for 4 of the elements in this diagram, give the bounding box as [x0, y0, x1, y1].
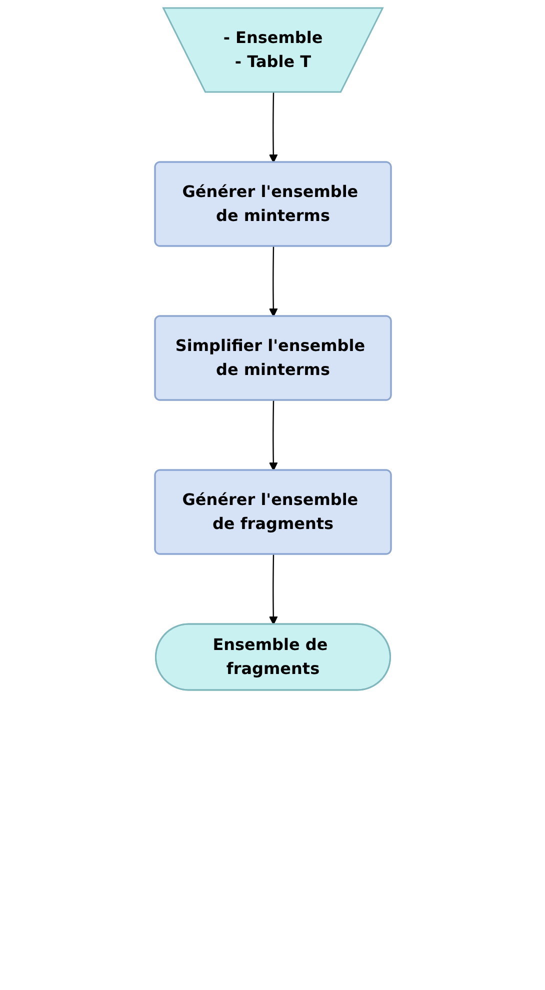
arrow: [268, 92, 278, 163]
arrow: [268, 400, 278, 471]
arrow: [268, 554, 278, 625]
arrow: [268, 246, 278, 317]
